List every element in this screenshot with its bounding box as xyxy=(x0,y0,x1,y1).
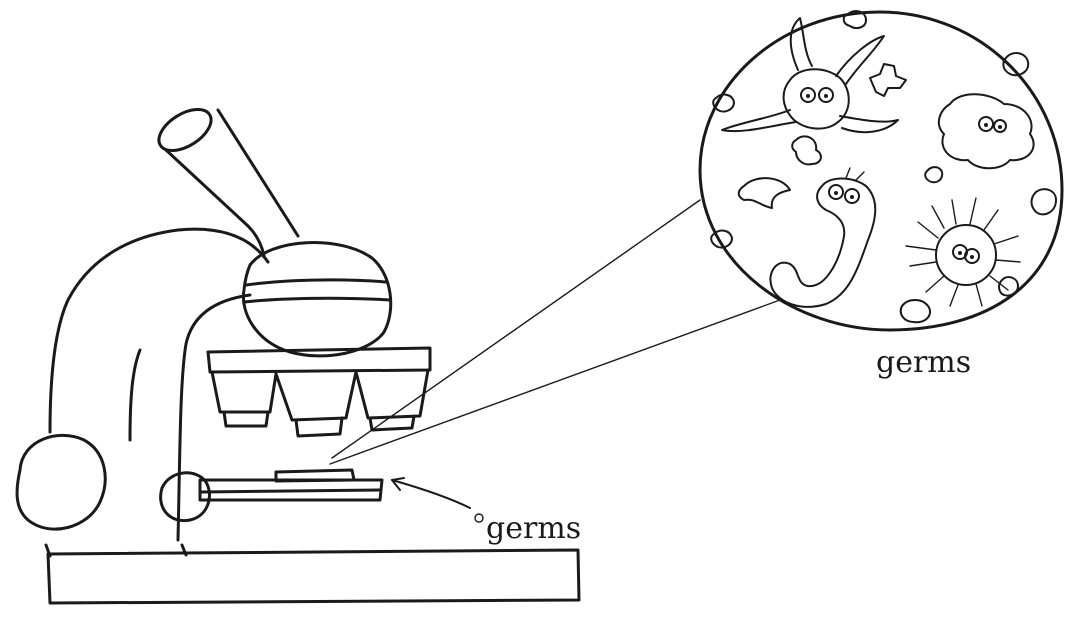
microscope-nosepiece xyxy=(208,348,430,372)
microscope-objectives xyxy=(212,370,428,436)
germ-worm xyxy=(770,168,875,307)
germ-spiky xyxy=(906,198,1020,306)
slide-label-bullet xyxy=(475,514,483,522)
magnified-germs-label: germs xyxy=(876,345,971,380)
focus-knob-large xyxy=(17,435,105,529)
microscope-base xyxy=(46,545,579,603)
slide-pointer-arrow xyxy=(392,478,470,508)
germ-small-blobs xyxy=(711,11,1056,322)
germ-tentacled xyxy=(722,18,898,132)
magnification-lines xyxy=(330,200,780,464)
microscope-arm xyxy=(50,229,268,555)
magnified-view-circle xyxy=(700,12,1062,330)
germ-blob-right xyxy=(939,94,1034,168)
microscope-stage xyxy=(200,470,382,500)
slide-germs-label: germs xyxy=(486,511,581,546)
